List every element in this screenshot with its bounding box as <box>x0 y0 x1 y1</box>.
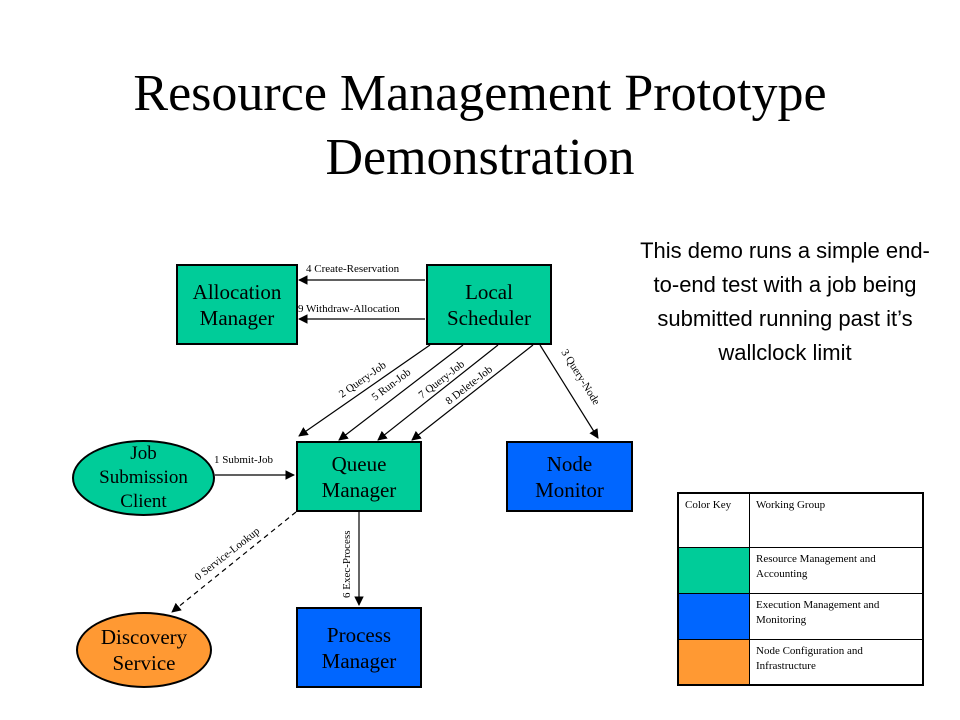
edge-delete-job <box>411 344 534 441</box>
execution-management-label: Execution Management and Monitoring <box>749 592 924 640</box>
label-withdraw-allocation: 9 Withdraw-Allocation <box>298 303 400 315</box>
node-configuration-swatch <box>677 638 750 686</box>
edge-query-job-7 <box>377 344 499 441</box>
allocation-manager-label: Allocation Manager <box>192 279 282 330</box>
color-key-header: Color Key <box>677 492 750 548</box>
color-key-row: Resource Management and Accounting <box>677 546 924 594</box>
resource-management-swatch <box>677 546 750 594</box>
edge-query-node <box>539 344 599 439</box>
working-group-header: Working Group <box>749 492 924 548</box>
label-query-node: 3 Query-Node <box>558 347 602 407</box>
color-key-header-row: Color Key Working Group <box>677 492 924 548</box>
process-manager-node: Process Manager <box>296 607 422 688</box>
local-scheduler-label: Local Scheduler <box>447 279 531 330</box>
color-key-table: Color Key Working Group Resource Managem… <box>677 492 924 686</box>
allocation-manager-node: Allocation Manager <box>176 264 298 345</box>
label-service-lookup: 0 Service-Lookup <box>192 525 262 583</box>
resource-management-label: Resource Management and Accounting <box>749 546 924 594</box>
edge-run-job <box>338 344 464 441</box>
local-scheduler-node: Local Scheduler <box>426 264 552 345</box>
queue-manager-node: Queue Manager <box>296 441 422 512</box>
job-submission-client-label: Job Submission Client <box>99 443 188 512</box>
demo-description: This demo runs a simple end-to-end test … <box>640 238 930 365</box>
page-title: Resource Management Prototype Demonstrat… <box>133 65 827 186</box>
node-monitor-node: Node Monitor <box>506 441 633 512</box>
label-exec-process: 6 Exec-Process <box>341 530 353 598</box>
label-submit-job: 1 Submit-Job <box>214 454 273 466</box>
process-manager-label: Process Manager <box>321 622 397 673</box>
edge-query-job-2 <box>298 344 431 437</box>
execution-management-swatch <box>677 592 750 640</box>
job-submission-client-node: Job Submission Client <box>72 440 215 516</box>
label-create-reservation: 4 Create-Reservation <box>306 263 400 275</box>
edge-service-lookup <box>171 511 297 613</box>
discovery-service-label: Discovery Service <box>100 625 188 675</box>
node-monitor-label: Node Monitor <box>535 451 604 502</box>
node-configuration-label: Node Configuration and Infrastructure <box>749 638 924 686</box>
queue-manager-label: Queue Manager <box>321 451 397 502</box>
color-key-row: Node Configuration and Infrastructure <box>677 638 924 686</box>
discovery-service-node: Discovery Service <box>76 612 212 688</box>
color-key-row: Execution Management and Monitoring <box>677 592 924 640</box>
